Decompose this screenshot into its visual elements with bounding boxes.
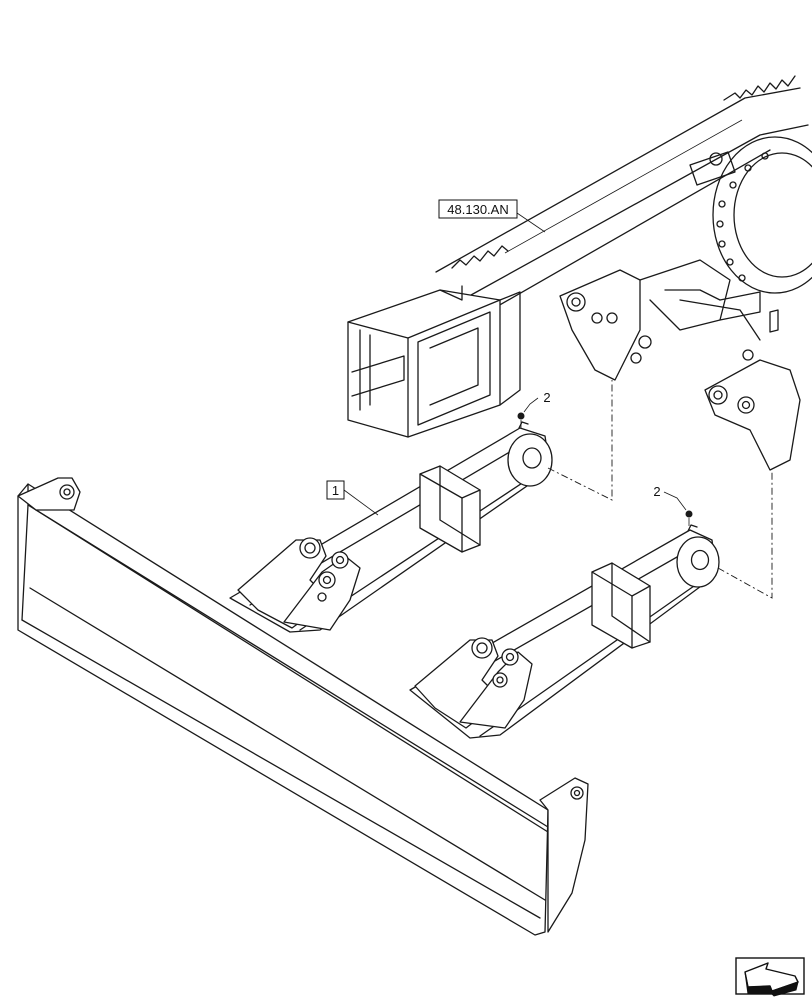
callout-ref-48-130-an[interactable]: 48.130.AN [438,199,518,219]
callout-ref-text: 48.130.AN [447,202,508,217]
push-arm-lower [409,524,720,739]
dozer-blade [17,477,589,936]
push-arm-upper [229,421,553,633]
grease-fitting-upper [517,412,525,428]
next-page-arrow-icon[interactable] [735,957,805,997]
callout-item-1-text: 1 [332,483,339,498]
callout-item-2-lower: 2 [653,484,660,499]
chassis-frame [347,75,812,471]
callout-item-1[interactable]: 1 [326,480,345,500]
callout-item-2-upper: 2 [543,390,550,405]
leader-lines [343,212,687,516]
grease-fitting-lower [685,510,693,526]
assembly-lines [547,380,773,599]
